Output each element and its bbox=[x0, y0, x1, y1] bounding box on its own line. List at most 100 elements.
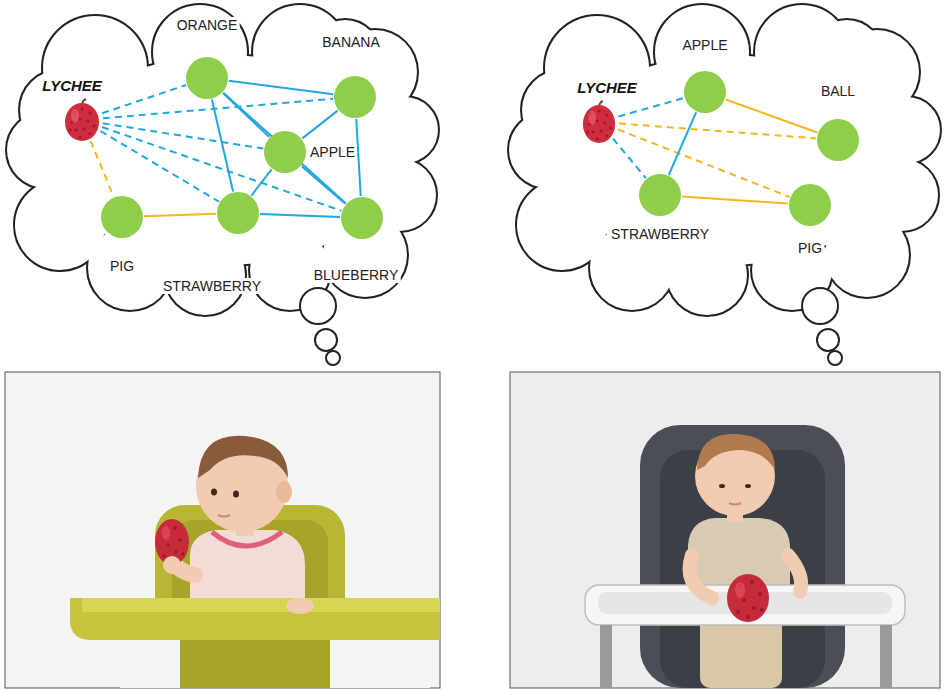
lychee-texture bbox=[74, 128, 77, 131]
lychee-texture bbox=[605, 134, 608, 137]
node-label: BANANA bbox=[320, 34, 382, 50]
association-line bbox=[212, 99, 233, 191]
baby-photo bbox=[510, 372, 940, 688]
baby-photo-part-part bbox=[162, 554, 166, 558]
association-line bbox=[302, 111, 337, 139]
baby-photo-part-part bbox=[750, 580, 754, 584]
association-line bbox=[251, 169, 271, 195]
concept-node: APPLE bbox=[684, 71, 726, 113]
association-line bbox=[260, 214, 340, 217]
baby-photo-part-part bbox=[174, 550, 178, 554]
association-line bbox=[103, 99, 333, 118]
thought-cloud bbox=[509, 5, 940, 365]
baby-photo-part bbox=[600, 625, 612, 688]
baby-photo-part-part bbox=[736, 610, 740, 614]
lychee-texture bbox=[596, 119, 599, 122]
lychee-picture bbox=[62, 98, 102, 142]
concept-node: BALL bbox=[817, 119, 859, 161]
node-label: BLUEBERRY bbox=[312, 267, 401, 283]
association-line bbox=[613, 139, 646, 179]
baby-photo-part bbox=[218, 515, 230, 517]
lychee-skin bbox=[65, 103, 99, 141]
lychee-texture bbox=[599, 129, 602, 132]
baby-photo-part bbox=[729, 503, 741, 505]
node-label: APPLE bbox=[680, 37, 729, 53]
lychee-texture bbox=[609, 126, 612, 129]
node-label: PIG bbox=[796, 240, 824, 256]
association-line bbox=[229, 81, 333, 94]
node-label: STRAWBERRY bbox=[161, 278, 263, 294]
concept-node: BANANA bbox=[334, 76, 376, 118]
lychee-highlight bbox=[71, 109, 79, 123]
baby-photo-part bbox=[5, 372, 440, 688]
baby-photo-part bbox=[180, 640, 330, 688]
baby-photo-part-part bbox=[758, 592, 762, 596]
lychee-texture bbox=[92, 124, 95, 127]
baby-photo-part bbox=[233, 491, 239, 498]
baby-photo-part bbox=[788, 555, 801, 592]
lychee-highlight bbox=[589, 111, 597, 125]
lychee-texture bbox=[78, 117, 81, 120]
concept-node: STRAWBERRY bbox=[639, 174, 681, 216]
association-line bbox=[302, 166, 346, 203]
baby-photo-part bbox=[163, 556, 181, 574]
baby-photo-part bbox=[745, 484, 751, 488]
lychee-texture bbox=[68, 128, 71, 131]
lychee-texture bbox=[80, 107, 83, 110]
association-line bbox=[144, 214, 216, 216]
baby-photo-part bbox=[736, 580, 764, 619]
node-label: BALL bbox=[819, 83, 857, 99]
lychee-node: LYCHEE bbox=[580, 100, 618, 144]
baby-photo-part bbox=[120, 640, 430, 688]
association-line bbox=[91, 141, 114, 197]
baby-photo-part-part bbox=[181, 552, 185, 556]
concept-node: APPLE bbox=[264, 131, 306, 173]
baby-photo-part bbox=[70, 598, 440, 640]
node-label: STRAWBERRY bbox=[609, 226, 711, 242]
baby-photo-part-part bbox=[173, 526, 177, 530]
lychee-texture bbox=[86, 119, 89, 122]
baby-photo bbox=[5, 372, 440, 688]
baby-photo-part bbox=[155, 505, 345, 688]
association-line bbox=[618, 98, 683, 117]
baby-photo-part bbox=[276, 481, 292, 503]
association-line bbox=[102, 85, 186, 113]
baby-photo-part bbox=[727, 574, 769, 622]
baby-photo-part bbox=[735, 582, 745, 598]
node-label: APPLE bbox=[308, 144, 357, 160]
baby-photo-part bbox=[697, 434, 775, 470]
thought-cloud-part bbox=[509, 5, 940, 365]
node-label: PIG bbox=[108, 258, 136, 274]
lychee-texture bbox=[78, 135, 81, 138]
concept-node: BLUEBERRY bbox=[341, 197, 383, 239]
concept-node: PIG bbox=[101, 196, 143, 238]
lychee-node: LYCHEE bbox=[62, 98, 102, 142]
concept-node: PIG bbox=[789, 184, 831, 226]
lychee-texture bbox=[88, 132, 91, 135]
baby-photo-part bbox=[880, 625, 892, 688]
baby-photo-part bbox=[690, 555, 713, 598]
lychee-picture bbox=[580, 100, 618, 144]
baby-photo-part bbox=[719, 484, 725, 488]
lychee-texture bbox=[603, 121, 606, 124]
lychee-texture bbox=[586, 130, 589, 133]
node-label: LYCHEE bbox=[40, 77, 104, 94]
association-line bbox=[100, 131, 219, 202]
association-line bbox=[669, 112, 696, 175]
baby-photo-part-part bbox=[760, 608, 764, 612]
node-label: ORANGE bbox=[175, 17, 240, 33]
lychee-texture bbox=[596, 137, 599, 140]
lychee-texture bbox=[88, 111, 91, 114]
baby-photo-part bbox=[211, 489, 217, 496]
lychee-texture bbox=[592, 130, 595, 133]
concept-node: ORANGE bbox=[186, 57, 228, 99]
baby-photo-part-part bbox=[752, 606, 756, 610]
thought-cloud-part bbox=[7, 5, 438, 365]
baby-photo-part-part bbox=[178, 538, 182, 542]
lychee-texture bbox=[82, 127, 85, 130]
association-line bbox=[682, 196, 788, 203]
